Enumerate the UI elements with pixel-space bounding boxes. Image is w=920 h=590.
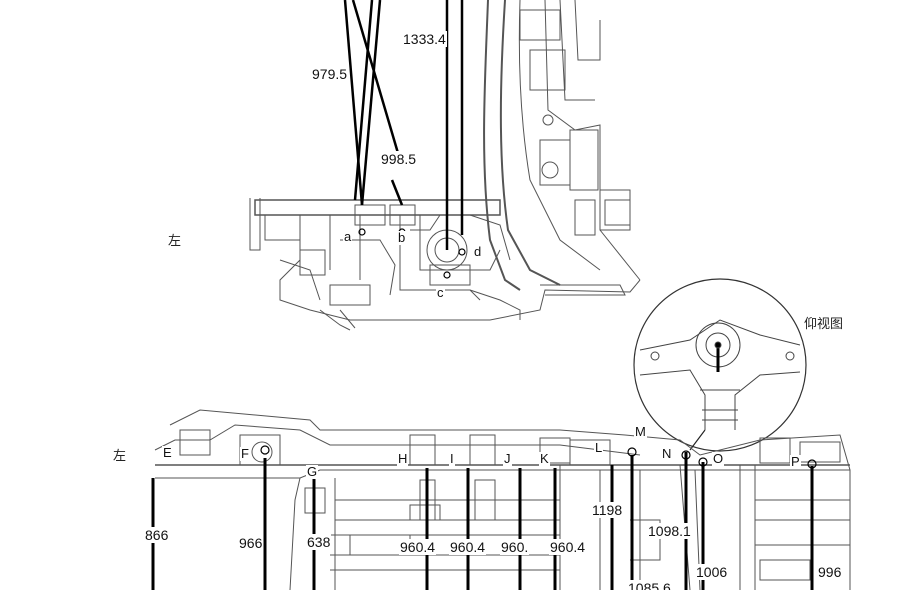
point-H: H [397, 451, 409, 466]
dim-866: 866 [144, 527, 170, 543]
point-I: I [449, 451, 455, 466]
inset-detail [633, 278, 807, 452]
point-b: b [397, 230, 407, 245]
dim-1006: 1006 [695, 564, 729, 580]
upper-frame-structure [249, 0, 641, 331]
dim-1085-6: 1085.6 [627, 580, 672, 590]
dim-966: 966 [238, 535, 264, 551]
side-label-lower: 左 [113, 449, 127, 464]
point-F: F [240, 446, 250, 461]
point-M: M [634, 424, 647, 439]
measure-points [260, 228, 817, 469]
point-d: d [473, 244, 483, 259]
dim-996: 996 [817, 564, 843, 580]
dim-960-4-d: 960.4 [549, 539, 587, 555]
dim-1098-1: 1098.1 [647, 523, 692, 539]
point-O: O [712, 451, 725, 466]
point-E: E [162, 445, 173, 460]
dim-979-5: 979.5 [311, 66, 349, 82]
dim-960-4-b: 960.4 [449, 539, 487, 555]
dim-638: 638 [306, 534, 332, 550]
dim-1198: 1198 [591, 502, 624, 518]
point-P: P [790, 454, 801, 469]
upper-dimension-leaders [343, 0, 464, 250]
point-G: G [306, 464, 319, 479]
dim-1333-4: 1333.4 [402, 31, 447, 47]
dim-998-5: 998.5 [380, 151, 418, 167]
point-a: a [343, 229, 353, 244]
view-caption: 仰视图 [804, 317, 844, 332]
point-J: J [503, 451, 512, 466]
point-K: K [539, 451, 550, 466]
side-label-upper: 左 [168, 234, 182, 249]
point-L: L [594, 440, 604, 455]
point-c: c [436, 285, 445, 300]
dim-960-4-a: 960.4 [399, 539, 437, 555]
dim-960-c: 960. [500, 539, 530, 555]
point-N: N [661, 446, 673, 461]
